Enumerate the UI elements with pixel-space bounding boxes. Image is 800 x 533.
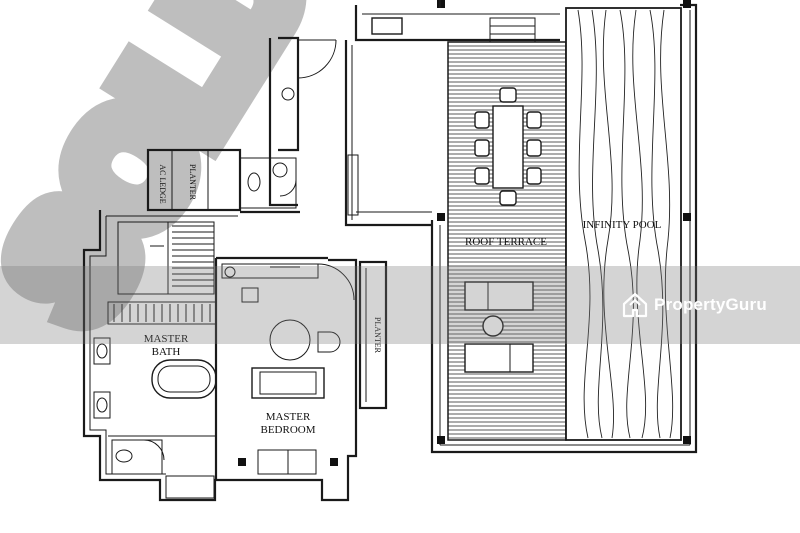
propertyguru-logo-text: PropertyGuru: [654, 295, 767, 314]
propertyguru-logo: PropertyGuru: [622, 292, 767, 318]
staircase: [150, 222, 214, 294]
master-bath-label-2: BATH: [152, 346, 181, 358]
roof-terrace-label: ROOF TERRACE: [465, 236, 547, 248]
propertyguru-house-icon: [622, 292, 648, 318]
planter-right-label: PLANTER: [373, 317, 382, 354]
roof-terrace-block: [430, 0, 698, 454]
pool-water-lines: [577, 9, 674, 439]
master-bedroom-label-2: BEDROOM: [260, 424, 315, 436]
planter-ac-strip: AC LEDGE PLANTER: [146, 148, 242, 212]
ac-ledge-label: AC LEDGE: [158, 164, 167, 203]
master-suite: PLANTER: [82, 210, 388, 502]
wardrobe: [113, 304, 211, 322]
infinity-pool-label: INFINITY POOL: [583, 219, 662, 231]
planter-top-label: PLANTER: [188, 164, 197, 201]
upper-rooms: [239, 0, 560, 227]
master-bath-label-1: MASTER: [144, 333, 189, 345]
master-bedroom-label-1: MASTER: [266, 411, 311, 423]
watermark-band: [0, 266, 800, 344]
